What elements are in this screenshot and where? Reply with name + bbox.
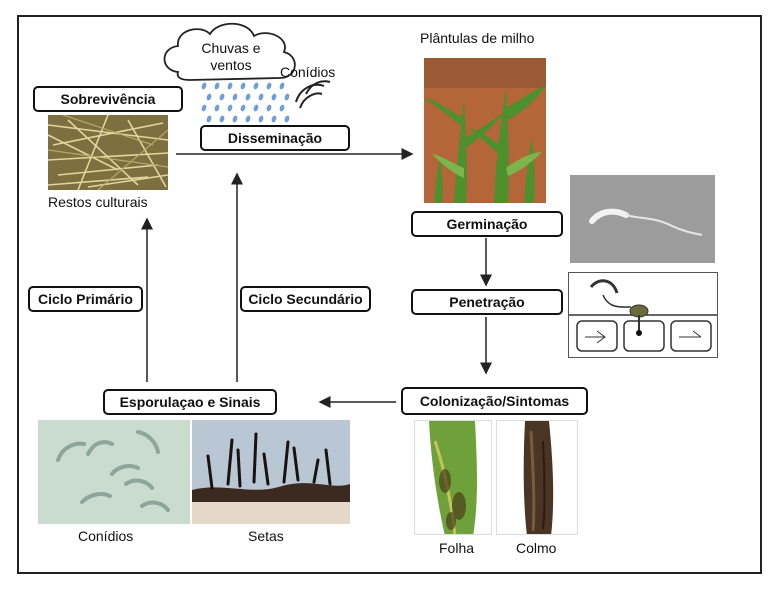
rain-drop	[279, 104, 285, 112]
rain-drop	[206, 115, 212, 123]
rain-drop	[219, 115, 225, 123]
box-esporulacao: Esporulaçao e Sinais	[103, 389, 277, 415]
maize-seedling-icon	[424, 58, 546, 203]
rain-drop	[227, 82, 233, 90]
rain-drop	[227, 104, 233, 112]
conidia-icon	[38, 420, 190, 524]
conidia-crescent-icon	[295, 80, 331, 109]
photo-restos-culturais	[48, 115, 168, 190]
label-conidios-top: Conídios	[280, 64, 336, 80]
rain-drop	[266, 82, 272, 90]
label-colmo: Colmo	[516, 540, 557, 556]
flow-arrows	[141, 148, 492, 408]
cloud-text: Chuvas e ventos	[186, 40, 276, 74]
photo-folha	[414, 420, 492, 535]
label-plantulas: Plântulas de milho	[420, 30, 535, 46]
cloud-icon	[163, 22, 296, 81]
rain-drop	[240, 104, 246, 112]
box-colonizacao: Colonização/Sintomas	[401, 387, 588, 415]
rain-drop	[232, 115, 238, 123]
rain-drop	[253, 82, 259, 90]
label-setas: Setas	[248, 528, 284, 544]
rain-drop	[284, 115, 290, 123]
photo-colmo	[496, 420, 578, 535]
box-penetracao: Penetração	[411, 289, 563, 315]
box-germinacao: Germinação	[411, 211, 563, 237]
label-conidios-bottom: Conídios	[78, 528, 134, 544]
box-disseminacao: Disseminação	[200, 125, 350, 151]
rain-drop	[258, 115, 264, 123]
box-sobrevivencia: Sobrevivência	[33, 86, 183, 112]
rain-drop	[219, 93, 225, 101]
rain-drops-icon	[201, 82, 290, 123]
cloud-line-2: ventos	[210, 57, 252, 73]
label-restos-culturais: Restos culturais	[48, 194, 148, 210]
photo-germinacao	[570, 175, 715, 263]
rain-drop	[201, 104, 207, 112]
rain-drop	[206, 93, 212, 101]
straw-icon	[48, 115, 168, 190]
stalk-icon	[523, 421, 554, 534]
box-ciclo-secundario: Ciclo Secundário	[240, 286, 371, 312]
box-ciclo-primario: Ciclo Primário	[28, 286, 143, 312]
rain-drop	[245, 93, 251, 101]
rain-drop	[271, 93, 277, 101]
rain-drop	[279, 82, 285, 90]
rain-drop	[214, 82, 220, 90]
penetration-schematic-icon	[569, 279, 717, 352]
rain-drop	[271, 115, 277, 123]
rain-drop	[214, 104, 220, 112]
photo-setas	[192, 420, 350, 524]
rain-drop	[240, 82, 246, 90]
germinating-conidium-icon	[570, 175, 715, 263]
label-folha: Folha	[439, 540, 475, 556]
rain-drop	[245, 115, 251, 123]
rain-drop	[232, 93, 238, 101]
photo-plantulas	[424, 58, 546, 203]
rain-drop	[258, 93, 264, 101]
photo-penetracao	[568, 272, 718, 358]
photo-conidios	[38, 420, 190, 524]
setae-icon	[192, 420, 350, 524]
leaf-icon	[429, 421, 477, 534]
rain-drop	[253, 104, 259, 112]
rain-drop	[266, 104, 272, 112]
rain-drop	[201, 82, 207, 90]
cloud-line-1: Chuvas e	[201, 40, 261, 56]
rain-drop	[284, 93, 290, 101]
